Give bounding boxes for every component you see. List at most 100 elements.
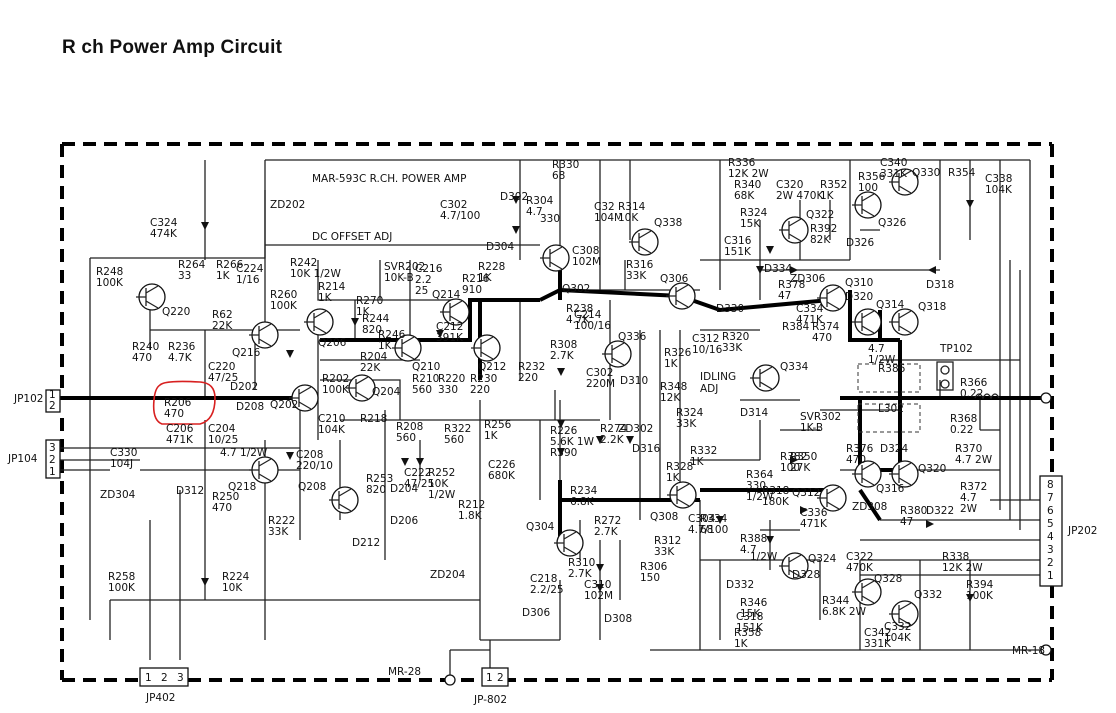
jp104-pin-3: 3 xyxy=(49,442,56,454)
d314-diode xyxy=(626,436,634,444)
component-label-46-1: 1K xyxy=(318,292,333,304)
transistor-label-q330: Q330 xyxy=(912,167,940,179)
component-label-57-0: R244 xyxy=(362,313,390,325)
transistor-label-q306: Q306 xyxy=(660,273,689,285)
component-label-139-0: R358 xyxy=(734,627,761,639)
component-label-11-0: R340 xyxy=(734,179,761,191)
component-label-18-0: C340 xyxy=(880,157,907,169)
component-label-84-1: 1K xyxy=(484,430,499,442)
transistor-label-q214: Q214 xyxy=(432,289,461,301)
d204-diode xyxy=(401,458,409,466)
board-outline xyxy=(60,142,1054,682)
component-label-78-1: 10/16 xyxy=(692,344,723,356)
component-label-107-1: 10K xyxy=(428,478,449,490)
transistor-q316 xyxy=(852,460,882,488)
jp802-pin-1: 1 xyxy=(486,672,493,684)
component-label-68-0: R208 xyxy=(396,421,423,433)
component-label-72-0: R232 xyxy=(518,361,545,373)
component-label-8-1: 102M xyxy=(572,256,601,268)
component-label-19-0: R356 xyxy=(858,171,886,183)
component-label-105-0: R253 xyxy=(366,473,393,485)
transistor-q328 xyxy=(852,578,882,606)
transistor-label-q322: Q322 xyxy=(806,209,834,221)
component-label-6-1: 104M xyxy=(594,212,623,224)
component-label-85-0: C226 xyxy=(488,459,516,471)
zd202-diode xyxy=(201,222,209,230)
transistor-q338 xyxy=(629,228,659,256)
component-label-79-0: R320 xyxy=(722,331,749,343)
component-label-62-0: C206 xyxy=(166,423,194,435)
transistor-q210 xyxy=(392,334,422,362)
transistor-label-q218: Q218 xyxy=(228,481,256,493)
d210-diode xyxy=(286,350,294,358)
component-label-141-1: 470K xyxy=(846,562,874,574)
component-label-5-0: D304 xyxy=(486,241,514,253)
zd302-diode xyxy=(557,368,565,376)
transistor-label-q220: Q220 xyxy=(162,306,190,318)
d332-diode xyxy=(926,520,934,528)
component-label-118-1: 2.7K xyxy=(594,526,619,538)
component-label-100-0: R390 xyxy=(550,447,577,459)
component-label-133-1: 4.7 xyxy=(740,544,757,556)
component-label-52-0: R62 xyxy=(212,309,233,321)
component-label-104-0: R250 xyxy=(212,491,239,503)
component-label-116-0: ZD204 xyxy=(430,569,466,581)
component-label-41-0: R264 xyxy=(178,259,206,271)
d318-diode xyxy=(790,266,798,274)
transistor-q212 xyxy=(471,334,501,362)
component-label-30-0: R374 xyxy=(812,321,840,333)
component-label-41-1: 33 xyxy=(178,270,191,282)
transistor-q218 xyxy=(249,456,279,484)
component-label-138-0: C318 xyxy=(736,611,763,623)
component-label-73-0: R238 xyxy=(566,303,593,315)
transistor-label-q328: Q328 xyxy=(874,573,902,585)
component-label-45-0: R260 xyxy=(270,289,297,301)
transistor-q216 xyxy=(249,321,279,349)
component-label-39-0: ZD202 xyxy=(270,199,305,211)
jp102-pin-1: 1 xyxy=(49,389,56,401)
component-label-51-1: 1K xyxy=(478,272,493,284)
zd308-diode xyxy=(716,516,724,524)
component-label-82-0: C330 xyxy=(110,447,137,459)
component-label-24-1: 47 xyxy=(778,290,791,302)
component-label-74-0: C214 xyxy=(574,309,602,321)
component-label-20-0: R354 xyxy=(948,167,976,179)
component-label-70-0: R220 xyxy=(438,373,465,385)
annotation-circle xyxy=(152,380,216,425)
component-label-115-0: R258 xyxy=(108,571,135,583)
component-label-42-0: R266 xyxy=(216,259,244,271)
component-label-3-0: R304 xyxy=(526,195,554,207)
component-label-58-0: C212 xyxy=(436,321,463,333)
component-label-96-0: R382 xyxy=(780,451,807,463)
jp402-pin-3: 3 xyxy=(177,672,184,684)
diodes xyxy=(201,196,974,602)
component-label-24-0: R378 xyxy=(778,279,805,291)
component-label-43-1: 1/16 xyxy=(236,274,260,286)
connector-jp102: 1 2 JP102 xyxy=(13,389,61,413)
component-label-138-1: 151K xyxy=(736,622,764,634)
transistor-q306 xyxy=(666,282,696,310)
zd304-diode xyxy=(557,420,565,428)
d326-diode xyxy=(766,246,774,254)
component-label-114-1: 1.8K xyxy=(458,510,483,522)
component-label-107-0: R252 xyxy=(428,467,455,479)
component-label-56-1: 1K xyxy=(378,340,393,352)
d312-diode xyxy=(557,448,565,456)
component-label-64-0: R202 xyxy=(322,373,349,385)
component-label-127-0: R334 xyxy=(700,513,728,525)
transistor-label-q318: Q318 xyxy=(918,301,946,313)
component-label-61-1: 470 xyxy=(164,408,184,420)
component-label-103-0: D312 xyxy=(176,485,204,497)
component-label-42-1: 1K xyxy=(216,270,231,282)
transistor-label-q326: Q326 xyxy=(878,217,907,229)
component-label-120-0: R310 xyxy=(568,557,595,569)
component-label-44-1: 10K 1/2W xyxy=(290,268,341,280)
component-label-72-1: 220 xyxy=(518,372,538,384)
transistor-label-q312: Q312 xyxy=(792,487,820,499)
transistor-q310 xyxy=(817,284,847,312)
component-label-112-1: 33K xyxy=(268,526,289,538)
transistor-label-q210: Q210 xyxy=(412,361,440,373)
component-label-145-0: C332 xyxy=(884,621,911,633)
component-label-21-0: C338 xyxy=(985,173,1012,185)
output-section xyxy=(444,361,1052,686)
